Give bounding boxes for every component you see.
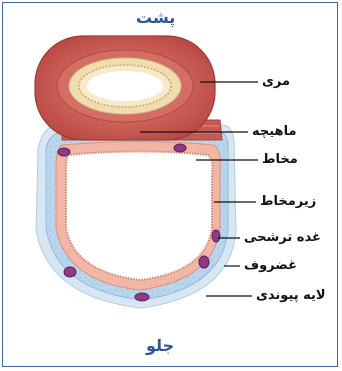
gland-4 [199,256,209,268]
gland-2 [174,144,186,152]
label-muscle: ماهیچه [252,124,297,139]
gland-1 [58,148,70,156]
label-top-back: پشت [136,8,175,27]
label-submucosa: زیرمخاط [260,194,316,209]
label-mucosa: مخاط [262,152,298,167]
label-cartilage: غضروف [244,258,297,273]
gland-3 [212,230,220,242]
label-esophagus: مری [262,74,290,89]
gland-5 [64,267,76,277]
gland-6 [135,293,149,301]
mucosa-lining [66,152,213,281]
esophagus-lumen [87,71,163,101]
label-gland: غده ترشحی [244,230,321,245]
label-connective-layer: لایه پیوندی [256,288,326,303]
label-bottom-front: جلو [146,336,174,355]
